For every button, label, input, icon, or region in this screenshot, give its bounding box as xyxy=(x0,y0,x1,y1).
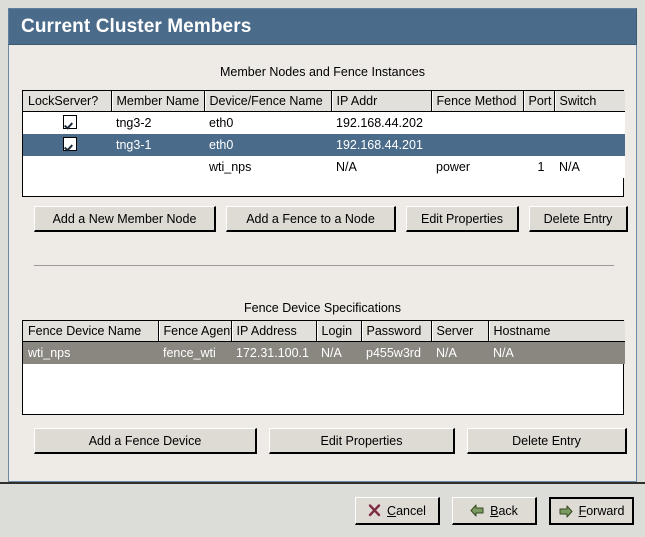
fence-device-name-cell: wti_nps xyxy=(23,341,158,364)
ip-address-cell: 172.31.100.1 xyxy=(231,341,316,364)
member-edit-properties-button[interactable]: Edit Properties xyxy=(406,206,519,232)
member-name-cell xyxy=(111,155,204,178)
fence-devices-table[interactable]: Fence Device Name Fence Agent IP Address… xyxy=(22,320,625,415)
member-actions-toolbar: Add a New Member Node Add a Fence to a N… xyxy=(34,206,628,232)
column-header-login[interactable]: Login xyxy=(316,321,362,342)
device-fence-name-cell: wti_nps xyxy=(204,155,331,178)
fence-method-cell xyxy=(431,133,523,156)
device-fence-name-cell: eth0 xyxy=(204,133,331,156)
column-header-ip-address[interactable]: IP Address xyxy=(231,321,317,342)
column-header-member-name[interactable]: Member Name xyxy=(111,91,205,112)
add-fence-to-node-button[interactable]: Add a Fence to a Node xyxy=(226,206,396,232)
column-header-fence-device-name[interactable]: Fence Device Name xyxy=(23,321,159,342)
switch-cell: N/A xyxy=(554,155,625,178)
column-header-server[interactable]: Server xyxy=(431,321,489,342)
content-panel: Member Nodes and Fence Instances LockSer… xyxy=(8,45,637,482)
fence-delete-entry-button[interactable]: Delete Entry xyxy=(467,428,627,454)
table-header-row: Fence Device Name Fence Agent IP Address… xyxy=(23,321,625,342)
table-row[interactable]: tng3-2 eth0 192.168.44.202 xyxy=(23,111,625,134)
lockserver-cell[interactable] xyxy=(23,133,111,156)
forward-rest: orward xyxy=(586,504,625,518)
fence-method-cell: power xyxy=(431,155,523,178)
table-row-selected[interactable]: tng3-1 eth0 192.168.44.201 xyxy=(23,133,625,156)
member-name-cell: tng3-1 xyxy=(111,133,204,156)
fence-method-cell xyxy=(431,111,523,134)
checkbox-checked-icon[interactable] xyxy=(62,137,77,151)
forward-button-label: Forward xyxy=(579,504,625,518)
hostname-cell: N/A xyxy=(488,341,625,364)
arrow-left-icon xyxy=(470,504,484,517)
column-header-lockserver[interactable]: LockServer? xyxy=(23,91,112,112)
table-row[interactable]: wti_nps N/A power 1 N/A xyxy=(23,155,625,178)
members-section-heading: Member Nodes and Fence Instances xyxy=(220,65,425,79)
column-header-password[interactable]: Password xyxy=(361,321,432,342)
fence-actions-toolbar: Add a Fence Device Edit Properties Delet… xyxy=(34,428,627,454)
port-cell: 1 xyxy=(523,155,554,178)
table-row-selected[interactable]: wti_nps fence_wti 172.31.100.1 N/A p455w… xyxy=(23,341,625,364)
page-title: Current Cluster Members xyxy=(21,15,252,37)
cancel-button[interactable]: Cancel xyxy=(355,497,440,525)
switch-cell xyxy=(554,133,625,156)
back-rest: ack xyxy=(498,503,518,518)
port-cell xyxy=(523,133,554,156)
switch-cell xyxy=(554,111,625,134)
column-header-fence-agent[interactable]: Fence Agent xyxy=(158,321,232,342)
port-cell xyxy=(523,111,554,134)
column-header-port[interactable]: Port xyxy=(523,91,555,112)
forward-button[interactable]: Forward xyxy=(549,497,634,525)
lockserver-cell xyxy=(23,155,111,178)
back-mnemonic: B xyxy=(490,503,499,518)
checkbox-checked-icon[interactable] xyxy=(62,115,77,130)
dialog-footer: Cancel Back Forward xyxy=(0,482,645,537)
lockserver-cell[interactable] xyxy=(23,111,111,134)
password-cell: p455w3rd xyxy=(361,341,431,364)
member-name-cell: tng3-2 xyxy=(111,111,204,134)
device-fence-name-cell: eth0 xyxy=(204,111,331,134)
member-nodes-table[interactable]: LockServer? Member Name Device/Fence Nam… xyxy=(22,90,625,197)
fence-section-heading: Fence Device Specifications xyxy=(243,301,402,315)
section-divider xyxy=(34,265,614,266)
ip-addr-cell: N/A xyxy=(331,155,431,178)
table-header-row: LockServer? Member Name Device/Fence Nam… xyxy=(23,91,625,112)
back-button-label: Back xyxy=(490,504,518,518)
server-cell: N/A xyxy=(431,341,488,364)
fence-edit-properties-button[interactable]: Edit Properties xyxy=(269,428,455,454)
cancel-rest: ancel xyxy=(396,503,426,518)
back-button[interactable]: Back xyxy=(452,497,537,525)
add-new-member-node-button[interactable]: Add a New Member Node xyxy=(34,206,216,232)
cancel-button-label: Cancel xyxy=(387,504,426,518)
column-header-device-fence-name[interactable]: Device/Fence Name xyxy=(204,91,332,112)
x-mark-icon xyxy=(368,504,381,517)
cancel-mnemonic: C xyxy=(387,503,397,518)
footer-divider xyxy=(0,482,645,484)
title-bar: Current Cluster Members xyxy=(8,8,637,45)
column-header-fence-method[interactable]: Fence Method xyxy=(431,91,524,112)
forward-mnemonic: F xyxy=(578,504,587,518)
ip-addr-cell: 192.168.44.201 xyxy=(331,133,431,156)
column-header-hostname[interactable]: Hostname xyxy=(488,321,625,342)
add-fence-device-button[interactable]: Add a Fence Device xyxy=(34,428,257,454)
column-header-ip-addr[interactable]: IP Addr xyxy=(331,91,432,112)
fence-agent-cell: fence_wti xyxy=(158,341,231,364)
column-header-switch[interactable]: Switch xyxy=(554,91,625,112)
member-delete-entry-button[interactable]: Delete Entry xyxy=(529,206,628,232)
arrow-right-icon xyxy=(559,505,573,518)
ip-addr-cell: 192.168.44.202 xyxy=(331,111,431,134)
login-cell: N/A xyxy=(316,341,361,364)
